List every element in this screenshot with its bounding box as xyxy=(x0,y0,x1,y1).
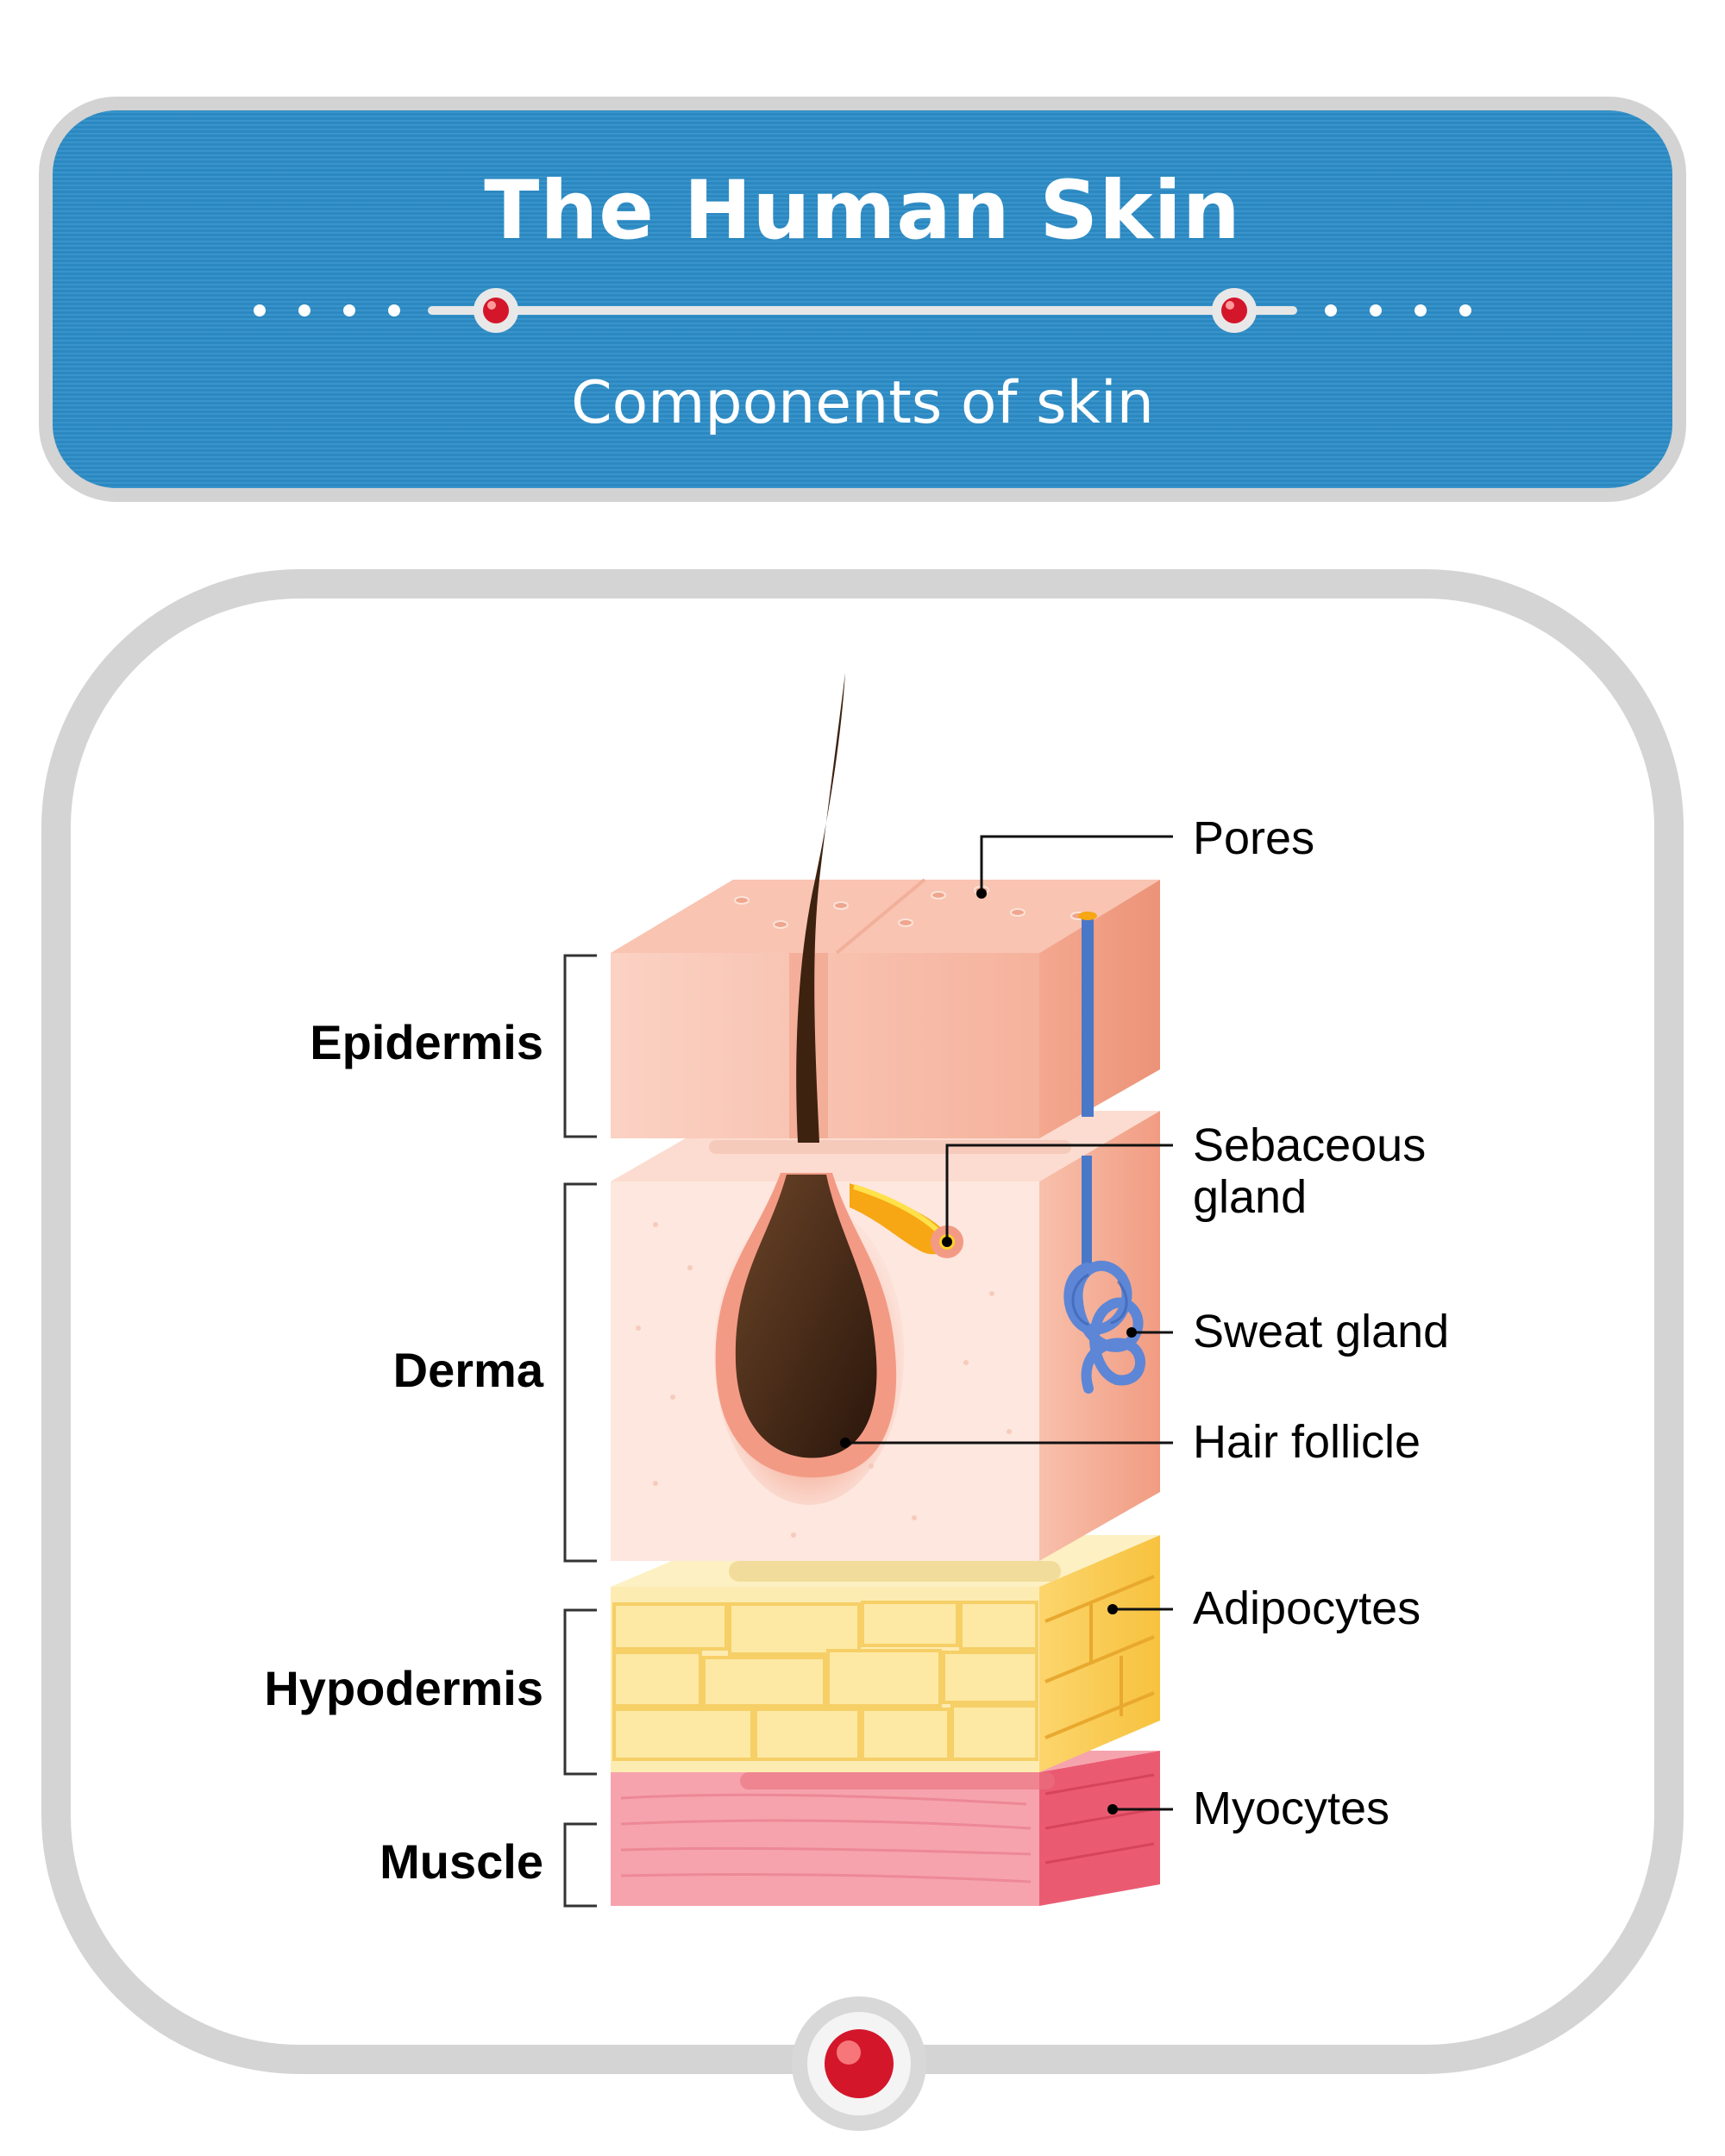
ornament-dot xyxy=(1414,304,1427,317)
sweat-gland-coil xyxy=(1063,1260,1145,1394)
ornament-dot xyxy=(343,304,355,317)
label-myocytes: Myocytes xyxy=(1193,1783,1389,1834)
left-brackets xyxy=(563,954,597,1908)
label-sebaceous-gland-1: Sebaceous xyxy=(1193,1119,1426,1171)
label-muscle: Muscle xyxy=(380,1834,543,1889)
leader-lines xyxy=(845,835,1173,1811)
ornament-dot xyxy=(1459,304,1471,317)
derma-layer xyxy=(611,1111,1160,1561)
sweat-duct-upper xyxy=(1082,914,1094,1117)
label-sebaceous-gland-2: gland xyxy=(1193,1171,1307,1223)
hair-shaft xyxy=(796,673,845,1143)
pore-dots xyxy=(734,886,1086,929)
ornament-dot xyxy=(298,304,310,317)
page-subtitle: Components of skin xyxy=(571,369,1154,437)
label-pores: Pores xyxy=(1193,812,1314,864)
label-derma: Derma xyxy=(393,1343,544,1397)
ornament-dot xyxy=(254,304,266,317)
label-hair-follicle: Hair follicle xyxy=(1193,1416,1421,1468)
muscle-layer xyxy=(611,1751,1160,1906)
header-banner: The Human Skin Components of skin xyxy=(39,97,1686,502)
leader-dots xyxy=(840,888,1137,1814)
sebaceous-gland xyxy=(850,1183,948,1255)
ornament-bead-left xyxy=(474,288,518,333)
ornament-dot xyxy=(388,304,400,317)
ornament-dot xyxy=(1370,304,1382,317)
page-title: The Human Skin xyxy=(484,164,1241,258)
label-sweat-gland: Sweat gland xyxy=(1193,1306,1449,1357)
header-ornament xyxy=(254,288,1471,333)
ornament-bead-right xyxy=(1212,288,1257,333)
label-hypodermis: Hypodermis xyxy=(264,1661,543,1715)
hair-bulb xyxy=(735,1175,877,1458)
epidermis-layer xyxy=(611,878,1160,1138)
label-epidermis: Epidermis xyxy=(310,1015,543,1069)
bottom-button-icon xyxy=(792,1996,926,2131)
label-adipocytes: Adipocytes xyxy=(1193,1583,1421,1634)
ornament-dot xyxy=(1325,304,1337,317)
hypodermis-layer xyxy=(611,1535,1160,1772)
